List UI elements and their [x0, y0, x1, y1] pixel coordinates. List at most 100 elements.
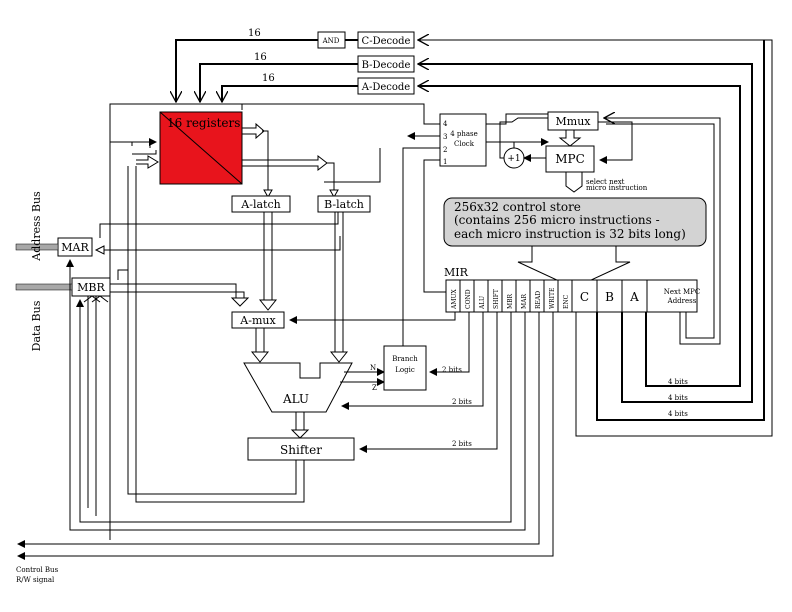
four-phase-clock [439, 113, 487, 167]
mir-field-label: ENC [563, 294, 570, 309]
c-field-bits: 4 bits [668, 410, 688, 418]
data-bus-label: Data Bus [30, 300, 43, 351]
mir-field-label: WRITE [549, 288, 556, 309]
clock-to-mmux [486, 113, 548, 125]
mir-label: MIR [444, 266, 469, 279]
branch-logic-label-2: Logic [395, 366, 415, 374]
b-bus-width: 16 [254, 52, 267, 63]
a-latch [231, 195, 291, 213]
a-field-feedback [418, 86, 741, 387]
mir-field-label: AMUX [451, 288, 458, 310]
mir-field-label: B [605, 290, 614, 304]
reg-out-b-arrow [242, 154, 328, 172]
mar-control-line [66, 259, 526, 531]
mir-field-label: READ [535, 291, 542, 309]
shift-control-line [359, 312, 498, 453]
a-field-bits: 4 bits [668, 378, 688, 386]
mar-in-arrow [94, 245, 105, 255]
clock-phase-2: 2 [443, 146, 447, 154]
alu-b-arrow [329, 351, 349, 363]
alu-control-line [341, 312, 484, 410]
control-store-line-3: each micro instruction is 32 bits long) [454, 227, 686, 241]
a-latch-label: A-latch [240, 198, 280, 211]
clock-phase-4: 4 [443, 120, 448, 128]
clock-phase-3: 3 [443, 133, 447, 141]
next-address-line-1 [604, 118, 721, 345]
bus-to-mbr [117, 269, 128, 280]
branch-bits-label: 2 bits [442, 366, 462, 374]
mmux [547, 111, 599, 131]
flag-z-label: Z [372, 384, 377, 392]
b-field-bits: 4 bits [668, 394, 688, 402]
mir-field-label: MAR [521, 294, 528, 309]
blatch-in-arrow [329, 189, 339, 199]
clock-to-branch [402, 147, 440, 346]
clock-label-2: Clock [454, 140, 475, 148]
c-bus-width: 16 [248, 28, 261, 39]
mir-field-label: COND [465, 289, 472, 309]
blatch-to-mar [104, 236, 341, 251]
mar-load-line [99, 212, 339, 238]
next-address-label-2: Address [667, 297, 697, 305]
a-mux-label: A-mux [239, 314, 276, 327]
next-address-label-1: Next MPC [664, 288, 701, 296]
flag-n-label: N [370, 364, 376, 372]
clock-to-blatch [324, 148, 381, 183]
alatch-in-arrow [263, 189, 273, 199]
reg-to-blatch [327, 162, 335, 190]
read-line [17, 312, 540, 548]
mir-field-next-address [646, 279, 698, 313]
shifter-in-arrow [290, 429, 310, 439]
mbr-to-amux [110, 283, 245, 298]
incrementer-label: +1 [507, 154, 520, 164]
inc-feedback [513, 138, 549, 148]
mpc [545, 145, 595, 173]
shifter [247, 437, 355, 461]
mir-field-label: A [629, 290, 639, 304]
b-latch [317, 195, 371, 213]
reg-input-bus [131, 141, 157, 155]
reg-to-alatch [262, 130, 269, 190]
a-bus-width: 16 [262, 73, 275, 84]
clock-phase-1: 1 [443, 158, 447, 166]
register-diagonal [159, 111, 243, 185]
mbr-up-arrow-2 [91, 295, 109, 303]
alu-shape [243, 362, 353, 413]
alatch-to-amux [263, 212, 273, 300]
b-field-feedback [418, 64, 753, 403]
c-decoder-label: C-Decode [362, 36, 411, 47]
mir-field-label: ALU [479, 296, 486, 310]
clock-phase-4-line [242, 103, 440, 125]
branch-logic-label-1: Branch [392, 355, 418, 363]
alu-a-arrow [250, 351, 270, 363]
clock-label-1: 4 phase [450, 130, 478, 138]
b-decoder-label: B-Decode [362, 60, 411, 71]
control-bus-label-1: Control Bus [16, 566, 59, 574]
write-line [17, 312, 554, 560]
amux-mbr-arrow [230, 297, 250, 307]
mbr-up-arrow-1 [83, 295, 101, 303]
c-field-feedback [596, 40, 765, 421]
mir-field-label: MBR [507, 293, 514, 309]
mbr-vertical-lines [87, 296, 97, 516]
amux-control-line [289, 312, 456, 324]
control-bus-label-2: R/W signal [16, 576, 55, 584]
mir-field-label: SHIFT [493, 289, 500, 309]
mpc-label: MPC [555, 152, 585, 166]
register-file-label: 16 registers [167, 116, 240, 130]
mmux-to-mpc-arrow [558, 130, 582, 147]
shifter-label: Shifter [280, 443, 322, 457]
shift-bits-label: 2 bits [452, 440, 472, 448]
mar-label: MAR [61, 241, 89, 254]
b-decode-bus [200, 63, 358, 102]
control-store [443, 197, 707, 247]
mbr-control-line [76, 299, 512, 523]
blatch-to-alu [334, 212, 344, 352]
control-store-title: 256x32 control store [454, 200, 581, 214]
clock-to-mir [423, 159, 446, 293]
a-decode-bus [222, 85, 358, 102]
cond-line [429, 312, 470, 376]
alu-bits-label: 2 bits [452, 398, 472, 406]
and-gate-label: AND [322, 37, 340, 45]
